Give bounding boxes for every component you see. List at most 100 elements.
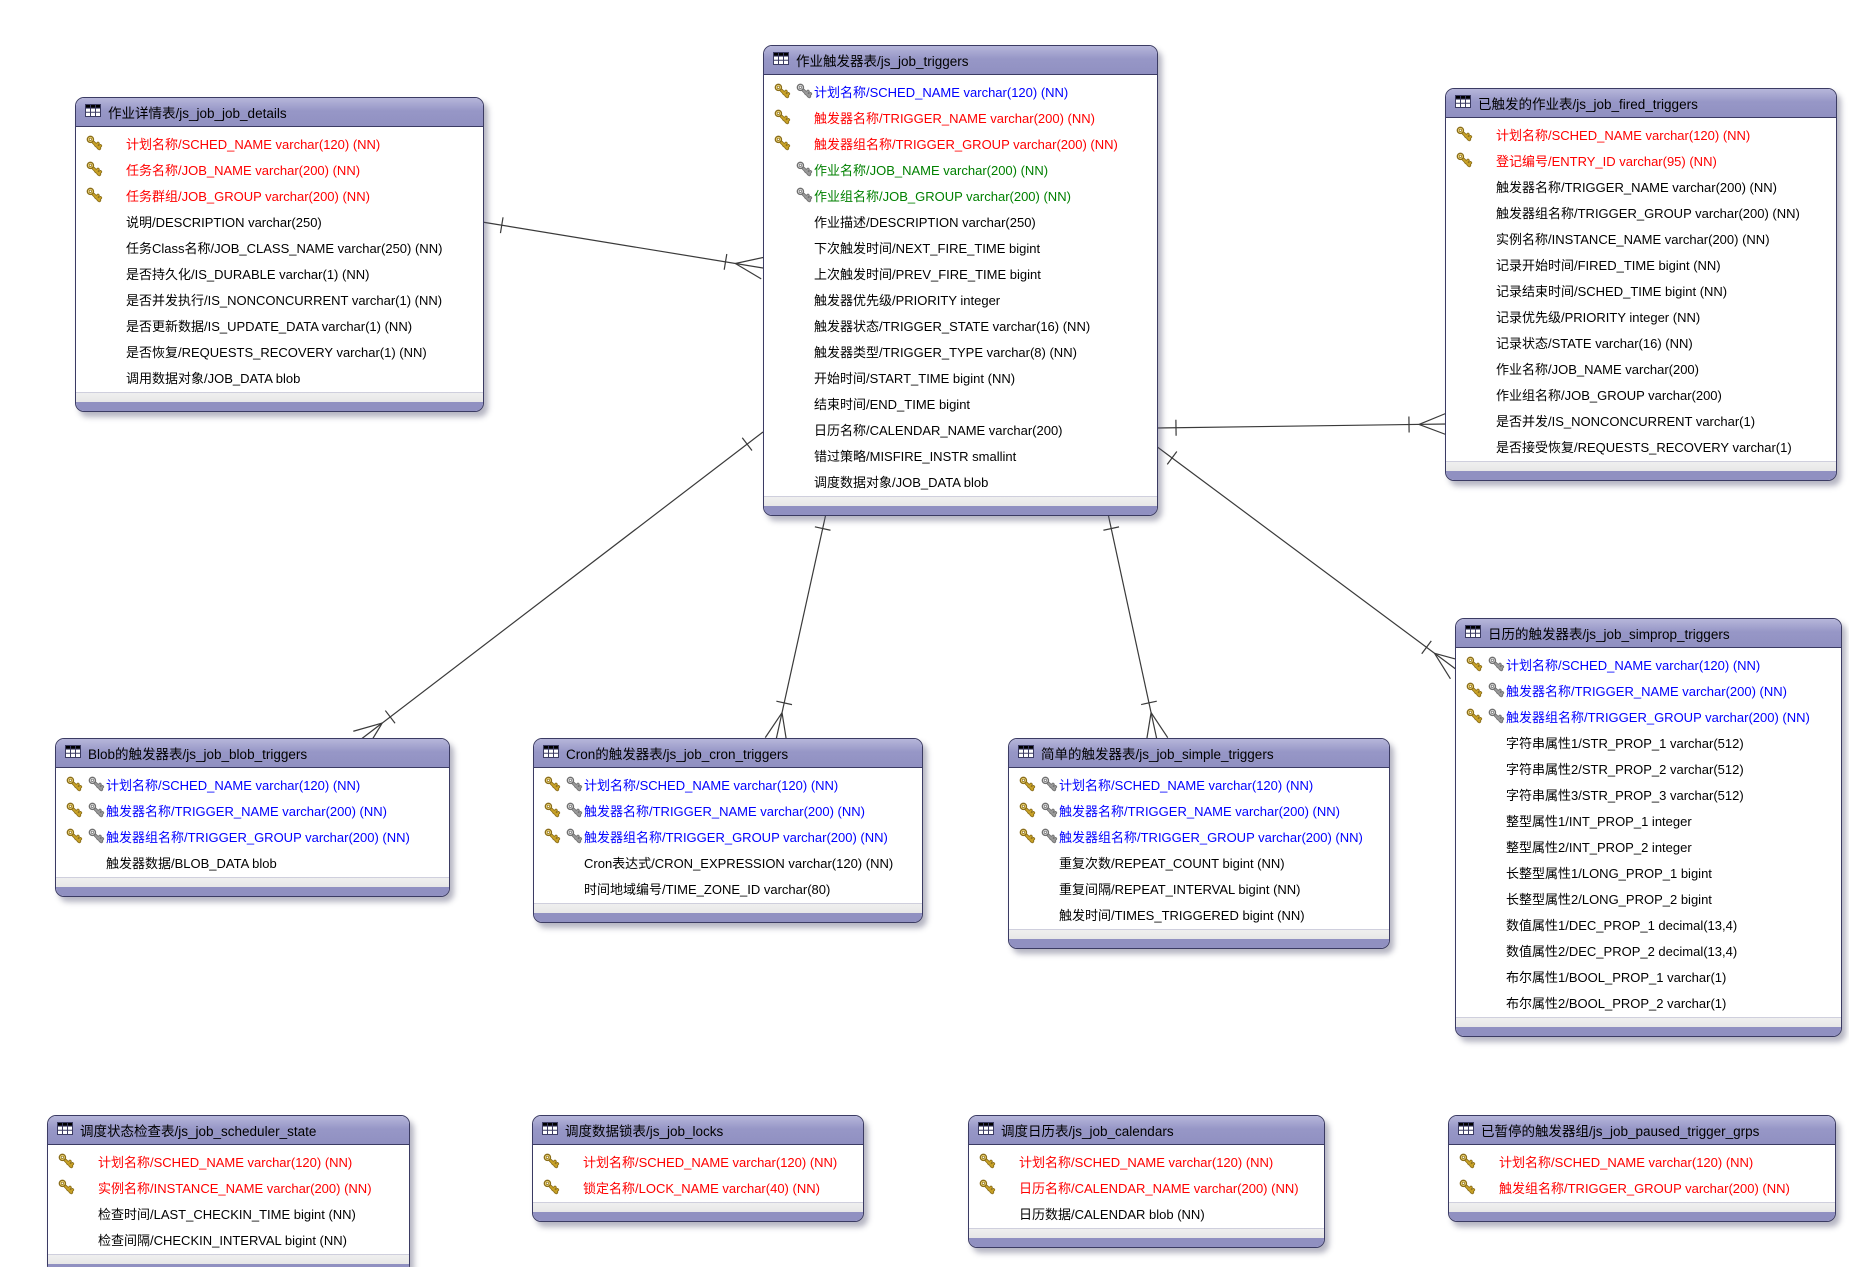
field-row[interactable]: 布尔属性1/BOOL_PROP_1 varchar(1): [1456, 963, 1841, 989]
field-row[interactable]: 触发器名称/TRIGGER_NAME varchar(200) (NN): [534, 797, 922, 823]
field-row[interactable]: 触发器类型/TRIGGER_TYPE varchar(8) (NN): [764, 338, 1157, 364]
table-header[interactable]: 作业详情表/js_job_job_details: [76, 98, 483, 127]
field-row[interactable]: 重复次数/REPEAT_COUNT bigint (NN): [1009, 849, 1389, 875]
field-row[interactable]: 错过策略/MISFIRE_INSTR smallint: [764, 442, 1157, 468]
field-row[interactable]: 整型属性2/INT_PROP_2 integer: [1456, 833, 1841, 859]
field-row[interactable]: 日历名称/CALENDAR_NAME varchar(200): [764, 416, 1157, 442]
field-row[interactable]: 检查时间/LAST_CHECKIN_TIME bigint (NN): [48, 1200, 409, 1226]
entity-table-js_job_calendars[interactable]: 调度日历表/js_job_calendars 计划名称/SCHED_NAME va…: [968, 1115, 1325, 1248]
field-row[interactable]: 记录结束时间/SCHED_TIME bigint (NN): [1446, 277, 1836, 303]
table-header[interactable]: 调度数据锁表/js_job_locks: [533, 1116, 863, 1145]
table-header[interactable]: 已暂停的触发器组/js_job_paused_trigger_grps: [1449, 1116, 1835, 1145]
field-row[interactable]: 触发器名称/TRIGGER_NAME varchar(200) (NN): [1456, 677, 1841, 703]
entity-table-js_job_job_details[interactable]: 作业详情表/js_job_job_details 计划名称/SCHED_NAME …: [75, 97, 484, 412]
field-row[interactable]: 任务名称/JOB_NAME varchar(200) (NN): [76, 156, 483, 182]
field-row[interactable]: 是否恢复/REQUESTS_RECOVERY varchar(1) (NN): [76, 338, 483, 364]
entity-table-js_job_scheduler_state[interactable]: 调度状态检查表/js_job_scheduler_state 计划名称/SCHED…: [47, 1115, 410, 1267]
entity-table-js_job_locks[interactable]: 调度数据锁表/js_job_locks 计划名称/SCHED_NAME varch…: [532, 1115, 864, 1222]
field-row[interactable]: 触发器名称/TRIGGER_NAME varchar(200) (NN): [1009, 797, 1389, 823]
field-row[interactable]: 实例名称/INSTANCE_NAME varchar(200) (NN): [1446, 225, 1836, 251]
entity-table-js_job_simprop_triggers[interactable]: 日历的触发器表/js_job_simprop_triggers 计划名称/SCHE…: [1455, 618, 1842, 1037]
field-row[interactable]: 计划名称/SCHED_NAME varchar(120) (NN): [1456, 651, 1841, 677]
table-header[interactable]: 调度日历表/js_job_calendars: [969, 1116, 1324, 1145]
field-row[interactable]: 作业名称/JOB_NAME varchar(200) (NN): [764, 156, 1157, 182]
table-header[interactable]: 已触发的作业表/js_job_fired_triggers: [1446, 89, 1836, 118]
field-row[interactable]: 触发器组名称/TRIGGER_GROUP varchar(200) (NN): [1446, 199, 1836, 225]
field-row[interactable]: 作业名称/JOB_NAME varchar(200): [1446, 355, 1836, 381]
field-row[interactable]: 布尔属性2/BOOL_PROP_2 varchar(1): [1456, 989, 1841, 1015]
field-row[interactable]: 长整型属性2/LONG_PROP_2 bigint: [1456, 885, 1841, 911]
relationship-line-js_job_triggers-js_job_fired_triggers[interactable]: [1155, 412, 1448, 436]
field-row[interactable]: 任务Class名称/JOB_CLASS_NAME varchar(250) (N…: [76, 234, 483, 260]
field-row[interactable]: 日历名称/CALENDAR_NAME varchar(200) (NN): [969, 1174, 1324, 1200]
relationship-line-js_job_triggers-js_job_simple_triggers[interactable]: [1103, 508, 1169, 743]
field-row[interactable]: 触发器名称/TRIGGER_NAME varchar(200) (NN): [1446, 173, 1836, 199]
field-row[interactable]: 计划名称/SCHED_NAME varchar(120) (NN): [1009, 771, 1389, 797]
field-row[interactable]: 计划名称/SCHED_NAME varchar(120) (NN): [969, 1148, 1324, 1174]
relationship-line-js_job_job_details-js_job_triggers[interactable]: [481, 217, 765, 280]
relationship-line-js_job_triggers-js_job_cron_triggers[interactable]: [764, 508, 831, 743]
table-header[interactable]: Cron的触发器表/js_job_cron_triggers: [534, 739, 922, 768]
field-row[interactable]: 触发器名称/TRIGGER_NAME varchar(200) (NN): [764, 104, 1157, 130]
relationship-line-js_job_triggers-js_job_blob_triggers[interactable]: [353, 431, 764, 750]
field-row[interactable]: 字符串属性3/STR_PROP_3 varchar(512): [1456, 781, 1841, 807]
field-row[interactable]: 调度数据对象/JOB_DATA blob: [764, 468, 1157, 494]
field-row[interactable]: 计划名称/SCHED_NAME varchar(120) (NN): [1449, 1148, 1835, 1174]
entity-table-js_job_triggers[interactable]: 作业触发器表/js_job_triggers 计划名称/SCHED_NAME va…: [763, 45, 1158, 516]
field-row[interactable]: 作业描述/DESCRIPTION varchar(250): [764, 208, 1157, 234]
field-row[interactable]: 计划名称/SCHED_NAME varchar(120) (NN): [1446, 121, 1836, 147]
field-row[interactable]: 时间地域编号/TIME_ZONE_ID varchar(80): [534, 875, 922, 901]
field-row[interactable]: 任务群组/JOB_GROUP varchar(200) (NN): [76, 182, 483, 208]
entity-table-js_job_simple_triggers[interactable]: 简单的触发器表/js_job_simple_triggers 计划名称/SCHED…: [1008, 738, 1390, 949]
field-row[interactable]: 记录状态/STATE varchar(16) (NN): [1446, 329, 1836, 355]
field-row[interactable]: 字符串属性1/STR_PROP_1 varchar(512): [1456, 729, 1841, 755]
field-row[interactable]: 触发器组名称/TRIGGER_GROUP varchar(200) (NN): [534, 823, 922, 849]
field-row[interactable]: 作业组名称/JOB_GROUP varchar(200): [1446, 381, 1836, 407]
field-row[interactable]: 重复间隔/REPEAT_INTERVAL bigint (NN): [1009, 875, 1389, 901]
entity-table-js_job_fired_triggers[interactable]: 已触发的作业表/js_job_fired_triggers 计划名称/SCHED_…: [1445, 88, 1837, 481]
field-row[interactable]: 锁定名称/LOCK_NAME varchar(40) (NN): [533, 1174, 863, 1200]
table-header[interactable]: 作业触发器表/js_job_triggers: [764, 46, 1157, 75]
field-row[interactable]: 触发器状态/TRIGGER_STATE varchar(16) (NN): [764, 312, 1157, 338]
field-row[interactable]: 记录优先级/PRIORITY integer (NN): [1446, 303, 1836, 329]
field-row[interactable]: 是否接受恢复/REQUESTS_RECOVERY varchar(1): [1446, 433, 1836, 459]
field-row[interactable]: 数值属性2/DEC_PROP_2 decimal(13,4): [1456, 937, 1841, 963]
field-row[interactable]: 检查间隔/CHECKIN_INTERVAL bigint (NN): [48, 1226, 409, 1252]
field-row[interactable]: 调用数据对象/JOB_DATA blob: [76, 364, 483, 390]
field-row[interactable]: 实例名称/INSTANCE_NAME varchar(200) (NN): [48, 1174, 409, 1200]
field-row[interactable]: 计划名称/SCHED_NAME varchar(120) (NN): [76, 130, 483, 156]
field-row[interactable]: 计划名称/SCHED_NAME varchar(120) (NN): [533, 1148, 863, 1174]
field-row[interactable]: Cron表达式/CRON_EXPRESSION varchar(120) (NN…: [534, 849, 922, 875]
field-row[interactable]: 作业组名称/JOB_GROUP varchar(200) (NN): [764, 182, 1157, 208]
field-row[interactable]: 触发器优先级/PRIORITY integer: [764, 286, 1157, 312]
field-row[interactable]: 触发时间/TIMES_TRIGGERED bigint (NN): [1009, 901, 1389, 927]
field-row[interactable]: 计划名称/SCHED_NAME varchar(120) (NN): [764, 78, 1157, 104]
field-row[interactable]: 下次触发时间/NEXT_FIRE_TIME bigint: [764, 234, 1157, 260]
field-row[interactable]: 整型属性1/INT_PROP_1 integer: [1456, 807, 1841, 833]
field-row[interactable]: 记录开始时间/FIRED_TIME bigint (NN): [1446, 251, 1836, 277]
field-row[interactable]: 触发器组名称/TRIGGER_GROUP varchar(200) (NN): [1009, 823, 1389, 849]
field-row[interactable]: 是否持久化/IS_DURABLE varchar(1) (NN): [76, 260, 483, 286]
field-row[interactable]: 计划名称/SCHED_NAME varchar(120) (NN): [48, 1148, 409, 1174]
relationship-line-js_job_triggers-js_job_simprop_triggers[interactable]: [1155, 445, 1464, 680]
field-row[interactable]: 字符串属性2/STR_PROP_2 varchar(512): [1456, 755, 1841, 781]
field-row[interactable]: 触发器组名称/TRIGGER_GROUP varchar(200) (NN): [1456, 703, 1841, 729]
field-row[interactable]: 登记编号/ENTRY_ID varchar(95) (NN): [1446, 147, 1836, 173]
table-header[interactable]: 调度状态检查表/js_job_scheduler_state: [48, 1116, 409, 1145]
field-row[interactable]: 上次触发时间/PREV_FIRE_TIME bigint: [764, 260, 1157, 286]
field-row[interactable]: 是否更新数据/IS_UPDATE_DATA varchar(1) (NN): [76, 312, 483, 338]
field-row[interactable]: 长整型属性1/LONG_PROP_1 bigint: [1456, 859, 1841, 885]
field-row[interactable]: 触发器组名称/TRIGGER_GROUP varchar(200) (NN): [764, 130, 1157, 156]
field-row[interactable]: 是否并发执行/IS_NONCONCURRENT varchar(1) (NN): [76, 286, 483, 312]
field-row[interactable]: 结束时间/END_TIME bigint: [764, 390, 1157, 416]
table-header[interactable]: 简单的触发器表/js_job_simple_triggers: [1009, 739, 1389, 768]
field-row[interactable]: 触发组名称/TRIGGER_GROUP varchar(200) (NN): [1449, 1174, 1835, 1200]
field-row[interactable]: 计划名称/SCHED_NAME varchar(120) (NN): [56, 771, 449, 797]
field-row[interactable]: 数值属性1/DEC_PROP_1 decimal(13,4): [1456, 911, 1841, 937]
entity-table-js_job_paused_trigger_grps[interactable]: 已暂停的触发器组/js_job_paused_trigger_grps 计划名称/…: [1448, 1115, 1836, 1222]
table-header[interactable]: 日历的触发器表/js_job_simprop_triggers: [1456, 619, 1841, 648]
field-row[interactable]: 说明/DESCRIPTION varchar(250): [76, 208, 483, 234]
field-row[interactable]: 触发器名称/TRIGGER_NAME varchar(200) (NN): [56, 797, 449, 823]
